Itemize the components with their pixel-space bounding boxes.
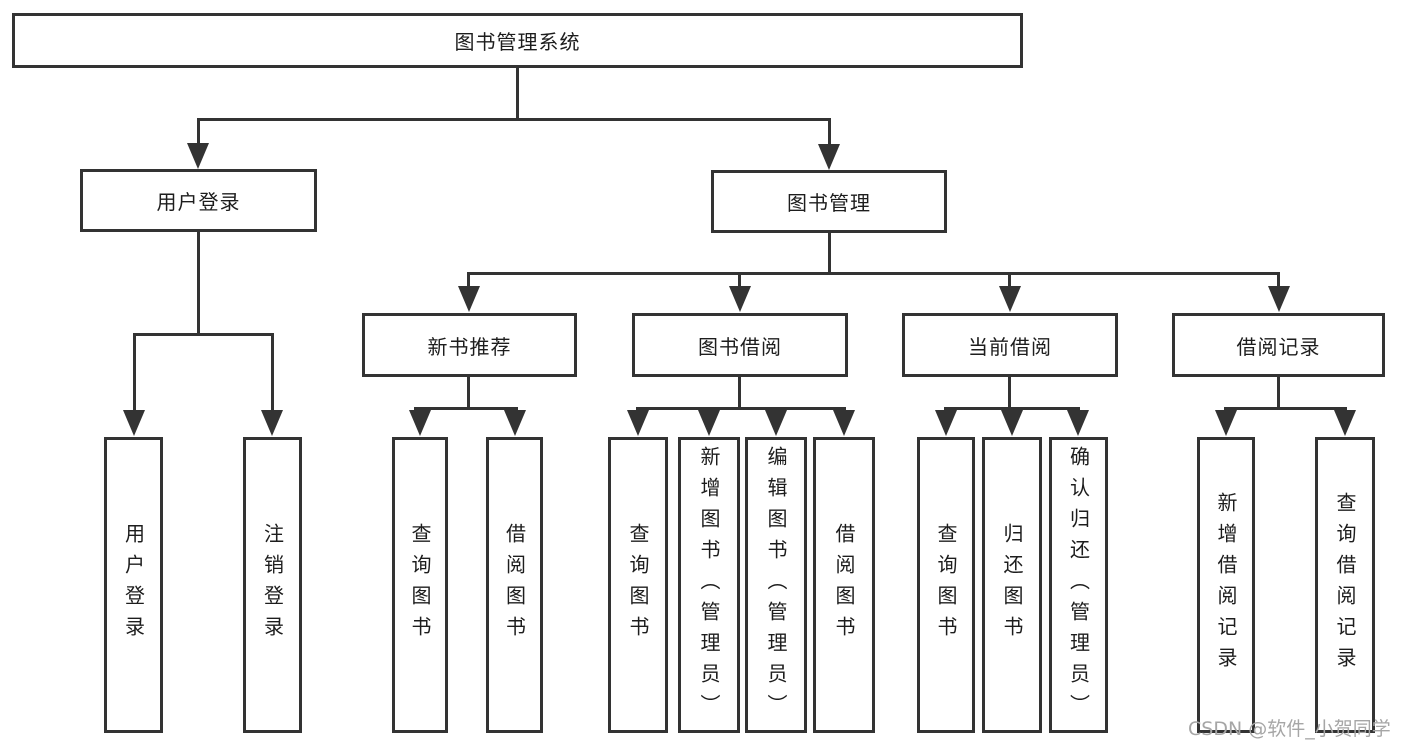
node-library-system: 图书管理系统 [12, 13, 1023, 68]
arrow-down-icon [1215, 410, 1237, 436]
node-logout: 注销登录 [243, 437, 302, 733]
node-label: 用户登录 [156, 190, 241, 214]
node-confirm-return-admin: 确认归还（管理员） [1049, 437, 1108, 733]
node-label: 查询借阅记录 [1333, 492, 1357, 678]
node-label: 确认归还（管理员） [1066, 445, 1091, 725]
node-user-login-leaf: 用户登录 [104, 437, 163, 733]
arrow-down-icon [409, 410, 431, 436]
node-book-borrowing: 图书借阅 [632, 313, 848, 377]
node-label: 新增图书（管理员） [697, 445, 721, 725]
arrow-down-icon [261, 410, 283, 436]
connector-line [828, 233, 831, 275]
node-label: 新书推荐 [427, 334, 512, 359]
connector-line [1008, 377, 1011, 410]
arrow-down-icon [935, 410, 957, 436]
node-query-books-recommend: 查询图书 [392, 437, 448, 733]
arrow-down-icon [123, 410, 145, 436]
arrow-down-icon [458, 286, 480, 312]
node-label: 归还图书 [1000, 523, 1024, 647]
connector-line [1008, 272, 1011, 288]
connector-line [468, 272, 1280, 275]
node-query-borrow-record: 查询借阅记录 [1315, 437, 1375, 733]
node-label: 用户登录 [121, 523, 146, 647]
connector-line [197, 118, 200, 146]
connector-line [414, 407, 518, 410]
connector-line [828, 118, 831, 146]
node-label: 图书管理 [787, 191, 871, 215]
node-add-books-admin: 新增图书（管理员） [678, 437, 740, 733]
connector-line [636, 407, 846, 410]
watermark: CSDN @软件_小贺同学 [1188, 718, 1391, 740]
arrow-down-icon [1001, 410, 1023, 436]
connector-line [467, 272, 470, 288]
node-label: 新增借阅记录 [1214, 492, 1238, 678]
connector-line [133, 333, 274, 336]
connector-line [197, 232, 200, 336]
node-return-books: 归还图书 [982, 437, 1042, 733]
node-user-login: 用户登录 [80, 169, 317, 232]
node-label: 图书借阅 [698, 334, 782, 359]
node-book-management: 图书管理 [711, 170, 947, 233]
arrow-down-icon [833, 410, 855, 436]
arrow-down-icon [999, 286, 1021, 312]
node-label: 借阅图书 [832, 523, 856, 647]
node-borrow-books-recommend: 借阅图书 [486, 437, 543, 733]
node-label: 当前借阅 [968, 334, 1052, 359]
connector-line [271, 333, 274, 413]
arrow-down-icon [1268, 286, 1290, 312]
connector-line [1224, 407, 1347, 410]
arrow-down-icon [504, 410, 526, 436]
node-edit-books-admin: 编辑图书（管理员） [745, 437, 807, 733]
node-new-book-recommendation: 新书推荐 [362, 313, 577, 377]
node-label: 查询图书 [408, 523, 432, 647]
connector-line [1277, 272, 1280, 288]
arrow-down-icon [729, 286, 751, 312]
connector-line [516, 68, 519, 118]
node-borrow-books-borrowing: 借阅图书 [813, 437, 875, 733]
arrow-down-icon [627, 410, 649, 436]
connector-line [738, 272, 741, 288]
arrow-down-icon [187, 143, 209, 169]
arrow-down-icon [698, 410, 720, 436]
node-label: 编辑图书（管理员） [764, 445, 788, 725]
connector-line [944, 407, 1080, 410]
node-label: 图书管理系统 [454, 30, 581, 54]
arrow-down-icon [765, 410, 787, 436]
connector-line [197, 118, 831, 121]
node-label: 查询图书 [934, 523, 958, 647]
node-add-borrow-record: 新增借阅记录 [1197, 437, 1255, 733]
arrow-down-icon [818, 144, 840, 170]
connector-line [133, 333, 136, 413]
connector-line [1277, 377, 1280, 410]
arrow-down-icon [1334, 410, 1356, 436]
node-current-borrowing: 当前借阅 [902, 313, 1118, 377]
node-label: 借阅图书 [502, 523, 527, 647]
arrow-down-icon [1067, 410, 1089, 436]
node-label: 借阅记录 [1236, 334, 1321, 359]
connector-line [738, 377, 741, 410]
connector-line [467, 377, 470, 410]
node-query-books-current: 查询图书 [917, 437, 975, 733]
node-label: 注销登录 [260, 523, 285, 647]
node-borrowing-records: 借阅记录 [1172, 313, 1385, 377]
node-label: 查询图书 [626, 523, 650, 647]
node-query-books-borrowing: 查询图书 [608, 437, 668, 733]
